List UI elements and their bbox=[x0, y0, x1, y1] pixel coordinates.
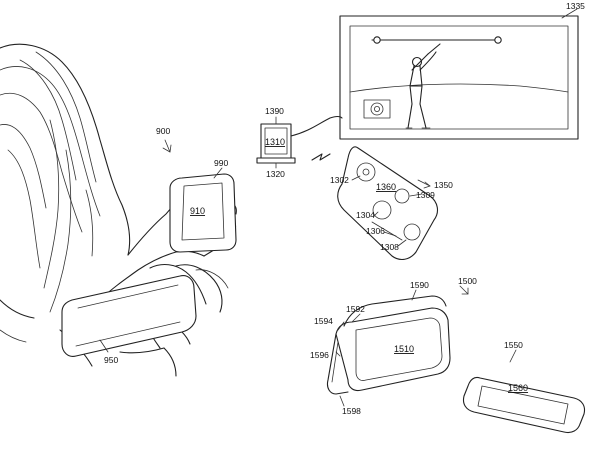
label-1308: 1308 bbox=[380, 242, 399, 252]
display-1335 bbox=[339, 15, 579, 140]
label-910: 910 bbox=[190, 206, 205, 216]
label-1320: 1320 bbox=[266, 169, 285, 179]
person-hair bbox=[0, 43, 131, 343]
label-1500: 1500 bbox=[458, 276, 477, 286]
remote-controller-1350 bbox=[337, 146, 439, 261]
label-1598: 1598 bbox=[342, 406, 361, 416]
label-1390: 1390 bbox=[265, 106, 284, 116]
label-1302: 1302 bbox=[330, 175, 349, 185]
label-1360: 1360 bbox=[376, 182, 396, 192]
folding-tablet-1510 bbox=[326, 295, 451, 395]
wireless-signal bbox=[311, 153, 331, 161]
label-1596: 1596 bbox=[310, 350, 329, 360]
label-1550: 1550 bbox=[504, 340, 523, 350]
label-1510: 1510 bbox=[394, 344, 414, 354]
golfer-figure bbox=[405, 43, 441, 129]
label-900: 900 bbox=[156, 126, 170, 136]
label-1590: 1590 bbox=[410, 280, 429, 290]
label-1304: 1304 bbox=[356, 210, 375, 220]
reference-labels: 900 990 910 950 1335 1390 1310 1320 1302… bbox=[104, 1, 585, 416]
label-1310: 1310 bbox=[265, 137, 285, 147]
label-1335: 1335 bbox=[566, 1, 585, 11]
phone-device-1560 bbox=[462, 376, 586, 434]
handheld-device-910 bbox=[169, 173, 237, 253]
label-1560: 1560 bbox=[508, 383, 528, 393]
leader-lines bbox=[99, 8, 578, 407]
label-1592: 1592 bbox=[346, 304, 365, 314]
controller-device-950 bbox=[61, 275, 197, 357]
label-1594: 1594 bbox=[314, 316, 333, 326]
label-1306: 1306 bbox=[366, 226, 385, 236]
label-1309: 1309 bbox=[416, 190, 435, 200]
label-950: 950 bbox=[104, 355, 118, 365]
label-1350: 1350 bbox=[434, 180, 453, 190]
label-990: 990 bbox=[214, 158, 228, 168]
